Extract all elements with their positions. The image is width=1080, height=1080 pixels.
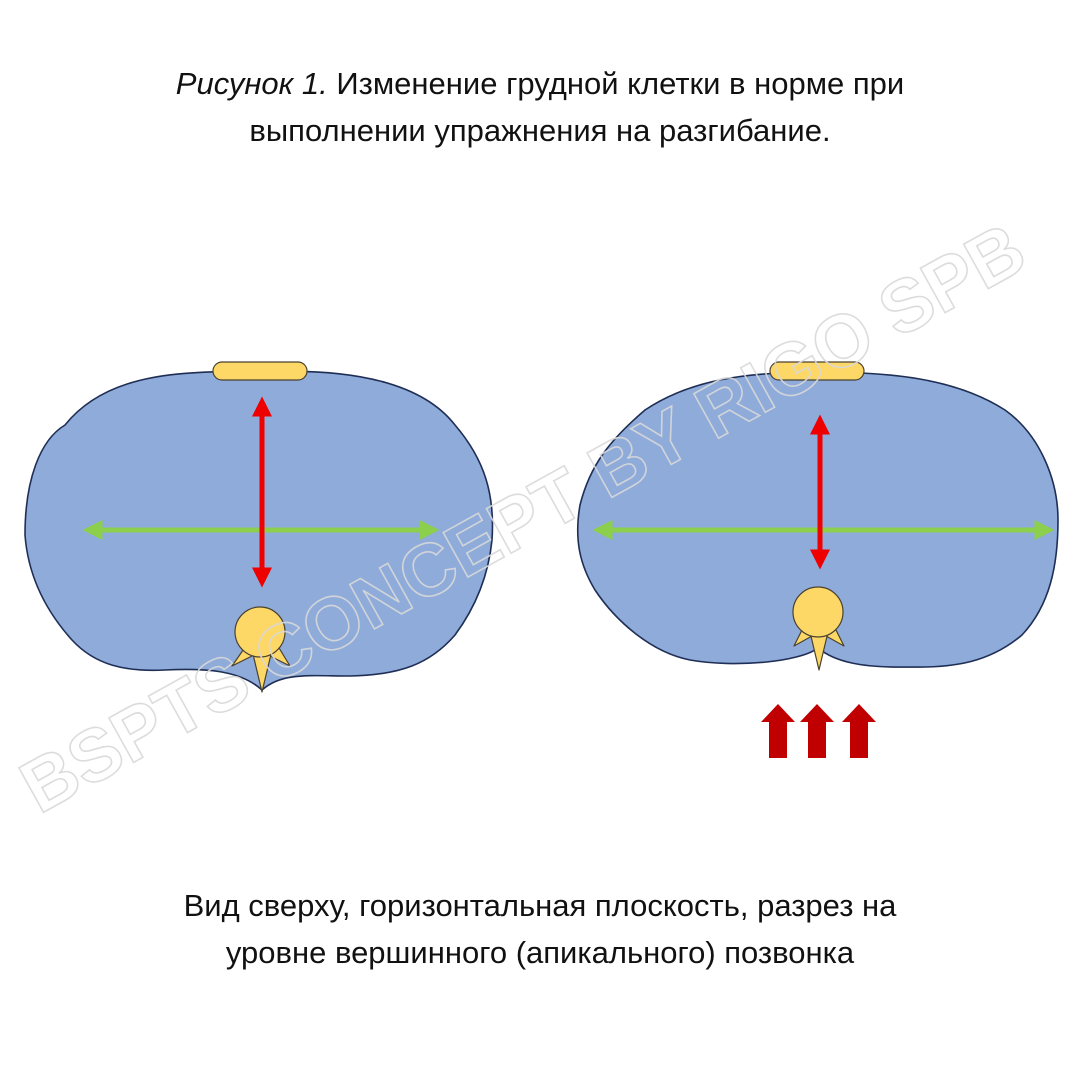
up-arrow-icon <box>800 704 834 758</box>
up-arrow-icon <box>761 704 795 758</box>
thorax-extension <box>576 361 1059 758</box>
figure-title-line-1: Рисунок 1. Изменение грудной клетки в но… <box>0 60 1080 107</box>
sternum <box>769 361 865 381</box>
spinous-process <box>251 649 273 693</box>
caption-line-2: уровне вершинного (апикального) позвонка <box>225 935 855 970</box>
vertebra <box>231 606 291 693</box>
thorax-normal <box>24 361 494 693</box>
figure-title-line-2: выполнении упражнения на разгибание. <box>249 113 831 148</box>
sternum <box>212 361 308 381</box>
vertebral-body <box>792 586 844 638</box>
thorax-outline <box>24 370 494 692</box>
watermark: BSPTS CONCEPT BY RIGO SPB <box>7 207 1039 829</box>
push-arrows <box>761 704 876 758</box>
diagram-caption: Вид сверху, горизонтальная плоскость, ра… <box>0 882 1080 976</box>
up-arrow-icon <box>842 704 876 758</box>
figure-label: Рисунок 1. <box>175 66 328 101</box>
figure-title-text: Изменение грудной клетки в норме при <box>327 66 905 101</box>
vertebral-body <box>234 606 286 658</box>
transverse-process-right <box>267 642 291 667</box>
thorax-outline <box>576 371 1059 668</box>
caption-line-1: Вид сверху, горизонтальная плоскость, ра… <box>183 888 897 923</box>
transverse-process-left <box>231 642 255 667</box>
vertebra <box>792 586 845 671</box>
figure-title: Рисунок 1. Изменение грудной клетки в но… <box>0 60 1080 154</box>
transverse-process-right <box>825 621 845 647</box>
spinous-process <box>809 631 829 671</box>
transverse-process-left <box>793 621 813 647</box>
